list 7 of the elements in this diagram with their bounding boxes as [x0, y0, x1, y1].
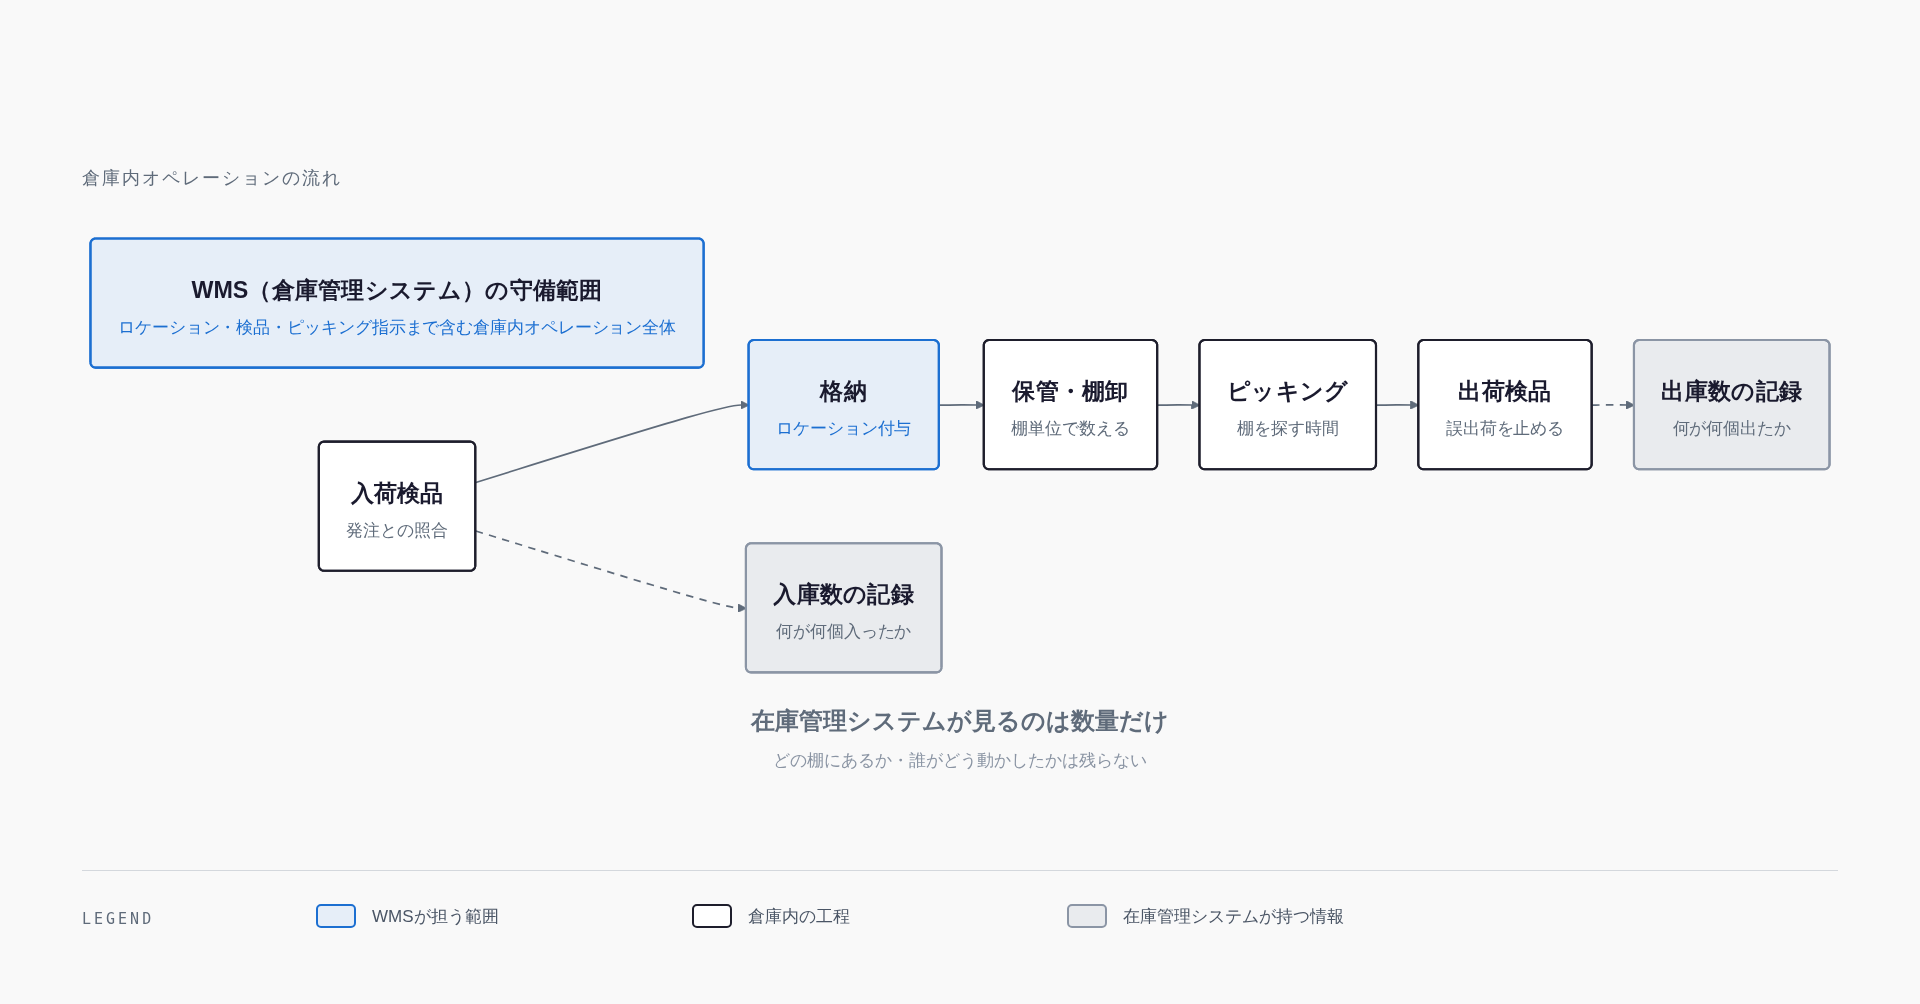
legend-label: 在庫管理システムが持つ情報	[1123, 905, 1344, 928]
legend-heading: LEGEND	[82, 910, 155, 928]
diagram-title: 倉庫内オペレーションの流れ	[82, 167, 342, 190]
note-text: どの棚にあるか・誰がどう動かしたかは残らない	[773, 750, 1147, 772]
note-heading: 在庫管理システムが見るのは数量だけ	[751, 706, 1169, 736]
legend-label: 倉庫内の工程	[748, 905, 850, 928]
legend-label: WMSが担う範囲	[372, 905, 499, 928]
